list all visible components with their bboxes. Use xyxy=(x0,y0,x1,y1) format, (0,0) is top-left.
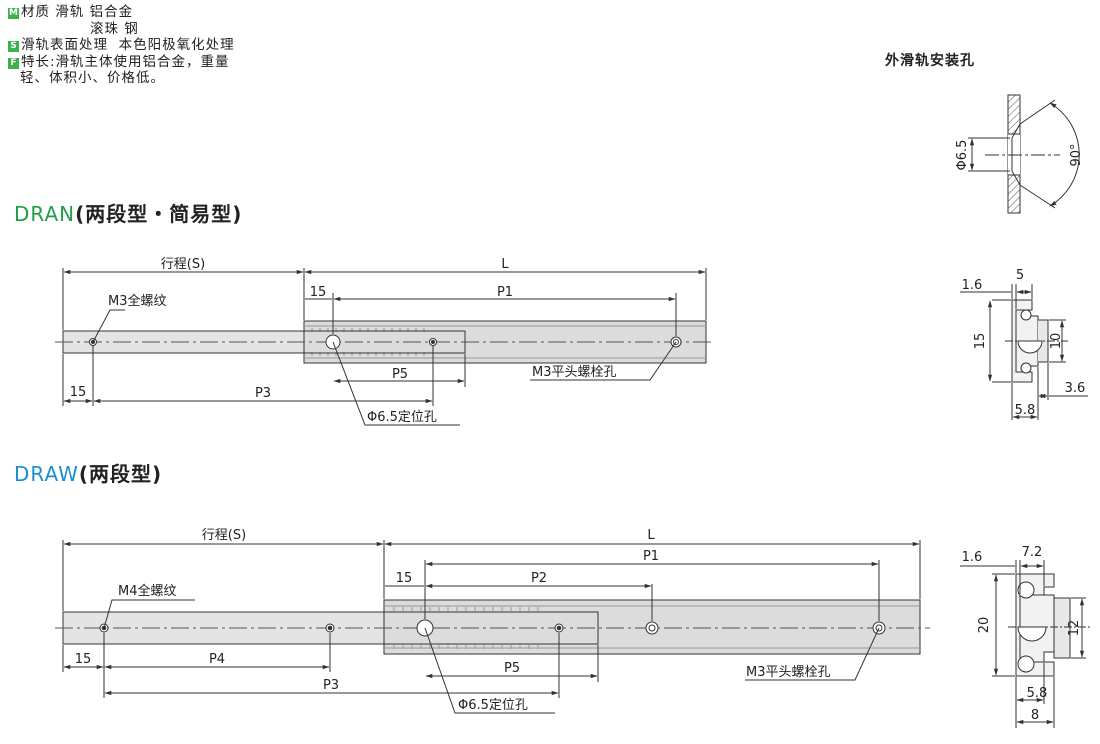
dran-labels: 行程(S) L 15 P1 P5 15 P3 M3全螺纹 M3平头螺栓孔 Φ6.… xyxy=(70,257,617,425)
dran-bolt-callout: M3平头螺栓孔 xyxy=(532,365,617,380)
draw-P4-label: P4 xyxy=(209,652,225,667)
dran-model: DRAN xyxy=(14,202,76,226)
dran-sec-5-8: 5.8 xyxy=(1015,403,1036,418)
draw-sec-8: 8 xyxy=(1031,708,1039,723)
dran-15b-label: 15 xyxy=(70,385,87,400)
draw-thread-callout: M4全螺纹 xyxy=(118,583,177,599)
dran-sec-5: 5 xyxy=(1016,268,1024,283)
spec-ball: 滚珠 钢 xyxy=(8,21,235,38)
draw-15-label: 15 xyxy=(396,571,413,586)
dran-stroke-label: 行程(S) xyxy=(161,257,205,272)
draw-section-labels: 1.6 7.2 20 12 5.8 8 xyxy=(962,545,1082,723)
mount-hole-angle: 90° xyxy=(1069,143,1084,166)
draw-15b-label: 15 xyxy=(75,652,92,667)
ball-material: 钢 xyxy=(124,20,139,37)
draw-title: DRAW(两段型) xyxy=(14,458,162,487)
dran-sec-3-6: 3.6 xyxy=(1065,381,1086,396)
dran-drawing xyxy=(55,268,715,426)
feature-line1: 特长:滑轨主体使用铝合金，重量 xyxy=(21,53,230,70)
surface-badge: S xyxy=(8,41,19,52)
draw-model: DRAW xyxy=(14,462,79,486)
draw-drawing xyxy=(55,540,930,714)
dran-sec-1-6: 1.6 xyxy=(962,278,983,293)
draw-labels: 行程(S) L P1 15 P2 15 P4 P5 P3 M4全螺纹 M3平头螺… xyxy=(75,528,831,713)
mount-hole-dia: Φ6.5 xyxy=(955,140,970,171)
material-badge: M xyxy=(8,8,19,19)
dran-section xyxy=(960,284,1088,420)
mount-hole-detail xyxy=(968,94,1080,214)
dran-P3-label: P3 xyxy=(255,386,271,401)
material-label: 材质 xyxy=(21,4,50,20)
draw-stroke-label: 行程(S) xyxy=(202,528,246,543)
rail-material: 铝合金 xyxy=(89,4,134,20)
dran-L-label: L xyxy=(501,257,509,272)
draw-section xyxy=(960,560,1090,728)
dran-section-labels: 1.6 5 15 10 3.6 5.8 xyxy=(962,268,1086,418)
draw-P1-label: P1 xyxy=(643,549,659,564)
draw-ball-retainer xyxy=(393,607,539,649)
draw-P3-label: P3 xyxy=(323,678,339,693)
draw-P5-label: P5 xyxy=(504,661,520,676)
draw-locate-callout: Φ6.5定位孔 xyxy=(458,698,528,713)
dran-P1-label: P1 xyxy=(497,285,513,300)
draw-subtitle: (两段型) xyxy=(78,462,163,486)
draw-sec-1-6: 1.6 xyxy=(962,550,983,565)
dran-thread-callout: M3全螺纹 xyxy=(108,293,167,309)
dran-15-label: 15 xyxy=(310,285,327,300)
draw-sec-7-2: 7.2 xyxy=(1022,545,1043,560)
draw-bolt-callout: M3平头螺栓孔 xyxy=(746,665,831,680)
feature-line2: 轻、体积小、价格低。 xyxy=(20,70,165,86)
dran-sec-10: 10 xyxy=(1049,333,1064,350)
spec-feature-2: 轻、体积小、价格低。 xyxy=(8,70,235,87)
mount-hole-labels: Φ6.5 90° xyxy=(955,140,1084,171)
surface-value: 本色阳极氧化处理 xyxy=(118,37,235,53)
feature-badge: F xyxy=(8,57,19,69)
mount-hole-title: 外滑轨安装孔 xyxy=(885,53,975,69)
dran-subtitle: (两段型・简易型) xyxy=(75,202,243,226)
dran-title: DRAN(两段型・简易型) xyxy=(14,198,242,227)
dran-locate-callout: Φ6.5定位孔 xyxy=(367,410,437,425)
draw-sec-12: 12 xyxy=(1067,620,1082,637)
draw-P2-label: P2 xyxy=(531,571,547,586)
surface-label: 滑轨表面处理 xyxy=(21,37,108,53)
dran-P5-label: P5 xyxy=(392,367,408,382)
rail-label: 滑轨 xyxy=(55,4,85,20)
draw-sec-20: 20 xyxy=(977,617,992,634)
draw-sec-5-8: 5.8 xyxy=(1027,686,1048,701)
draw-L-label: L xyxy=(647,528,655,543)
dran-sec-15: 15 xyxy=(973,333,988,350)
ball-label: 滚珠 xyxy=(90,20,119,37)
